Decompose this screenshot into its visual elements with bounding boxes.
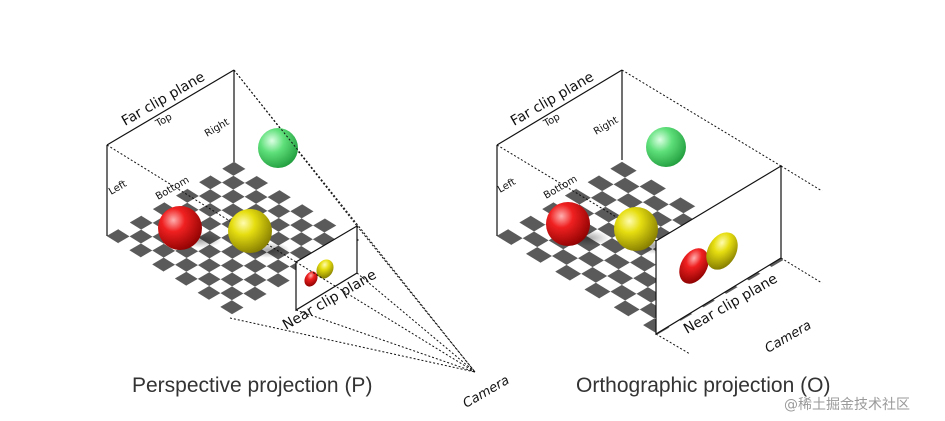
orthographic-far-plane-edge <box>496 69 623 146</box>
orthographic-box-edge <box>496 144 657 242</box>
orthographic-right-label: Right <box>592 115 620 138</box>
orthographic-near-red-projection <box>679 248 709 284</box>
perspective-camera-label: Camera <box>461 373 513 412</box>
orthographic-green-sphere <box>646 127 686 167</box>
perspective-diagram: Far clip plane Top Right Left Bottom Nea… <box>106 69 513 412</box>
perspective-top-label: Top <box>153 112 174 130</box>
orthographic-left-label: Left <box>496 177 518 196</box>
orthographic-caption: Orthographic projection (O) <box>576 374 831 397</box>
camera-ray <box>233 69 476 373</box>
yellow-sphere <box>228 209 272 253</box>
red-sphere <box>158 206 202 250</box>
orthographic-diagram: Far clip plane Top Right Left Bottom Nea… <box>496 69 823 357</box>
camera-ray <box>295 309 476 373</box>
orthographic-camera-line <box>780 165 823 192</box>
orthographic-yellow-sphere <box>614 207 658 251</box>
camera-ray <box>356 272 476 373</box>
orthographic-red-sphere <box>546 202 590 246</box>
orthographic-top-label: Top <box>541 112 562 130</box>
near-plane-red-projection <box>304 271 318 287</box>
orthographic-camera-line <box>655 333 691 355</box>
camera-ray <box>295 261 476 373</box>
perspective-caption: Perspective projection (P) <box>132 374 373 397</box>
perspective-left-label: Left <box>107 179 129 198</box>
perspective-right-label: Right <box>203 117 231 140</box>
perspective-far-plane-edge <box>106 69 235 146</box>
orthographic-near-yellow-projection <box>706 232 738 270</box>
orthographic-box-edge <box>621 69 782 167</box>
camera-ray <box>356 225 476 373</box>
orthographic-camera-label: Camera <box>763 318 815 357</box>
camera-ray <box>229 317 476 373</box>
orthographic-camera-line <box>780 257 823 284</box>
watermark: @稀土掘金技术社区 <box>784 397 910 413</box>
near-plane-yellow-projection <box>316 259 334 279</box>
green-sphere <box>258 128 298 168</box>
